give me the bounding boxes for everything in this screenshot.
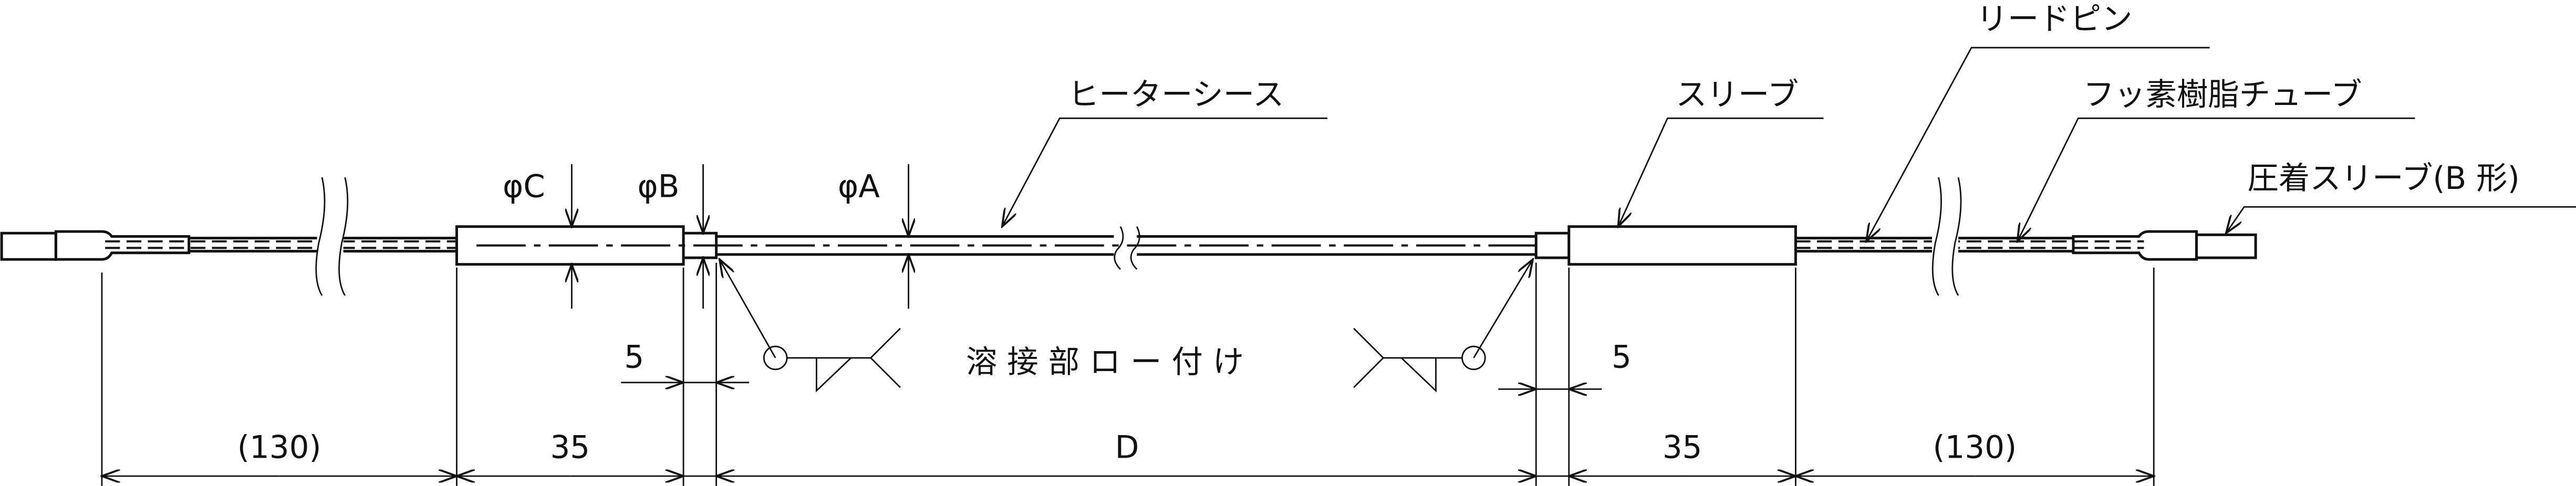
left-gap-dim: 5: [624, 340, 644, 376]
lead-pin-label: リードピン: [1976, 1, 2132, 37]
weld-note: 溶 接 部 ロ ー 付 け: [966, 344, 1244, 381]
heater-length-dim: D: [1115, 430, 1139, 466]
crimp-sleeve-leader: [2226, 206, 2576, 233]
break-mark: [1114, 226, 1140, 270]
sheath-leader: [1002, 117, 1328, 226]
fluoro-tube-label: フッ素樹脂チューブ: [2083, 77, 2362, 113]
crimp-sleeve-label: 圧着スリーブ(B 形): [2247, 161, 2519, 197]
left-weld-symbol: [720, 259, 901, 393]
left-lead-assembly: [0, 177, 718, 296]
right-lead-assembly: [1534, 177, 2257, 296]
phi-b-label: φB: [637, 168, 679, 205]
left-crimp-sleeve: [54, 230, 191, 261]
sheath-label: ヒーターシース: [1068, 77, 1284, 113]
right-weld-symbol: [1353, 259, 1533, 393]
left-sleeve-dim: 35: [550, 430, 590, 466]
fluoro-tube-leader: [2018, 117, 2415, 241]
right-crimp-sleeve: [2072, 230, 2198, 261]
left-lead-dim: (130): [237, 430, 321, 466]
sleeve-label: スリーブ: [1676, 77, 1799, 113]
lead-pin-leader: [1866, 47, 2210, 241]
phi-c-label: φC: [503, 168, 545, 205]
right-sleeve-dim: 35: [1663, 430, 1702, 466]
phi-a-label: φA: [838, 168, 880, 205]
break-mark: [315, 177, 349, 296]
right-gap-dim: 5: [1612, 340, 1632, 376]
sleeve-leader: [1618, 117, 1824, 226]
left-terminal: [0, 231, 57, 261]
right-lead-dim: (130): [1933, 430, 2017, 466]
right-sleeve: [1567, 225, 1797, 266]
break-mark: [1931, 177, 1962, 296]
right-collar: [1534, 231, 1571, 259]
right-terminal: [2195, 233, 2257, 259]
heater-sheath: [716, 226, 1536, 270]
break-gap: [317, 229, 344, 260]
